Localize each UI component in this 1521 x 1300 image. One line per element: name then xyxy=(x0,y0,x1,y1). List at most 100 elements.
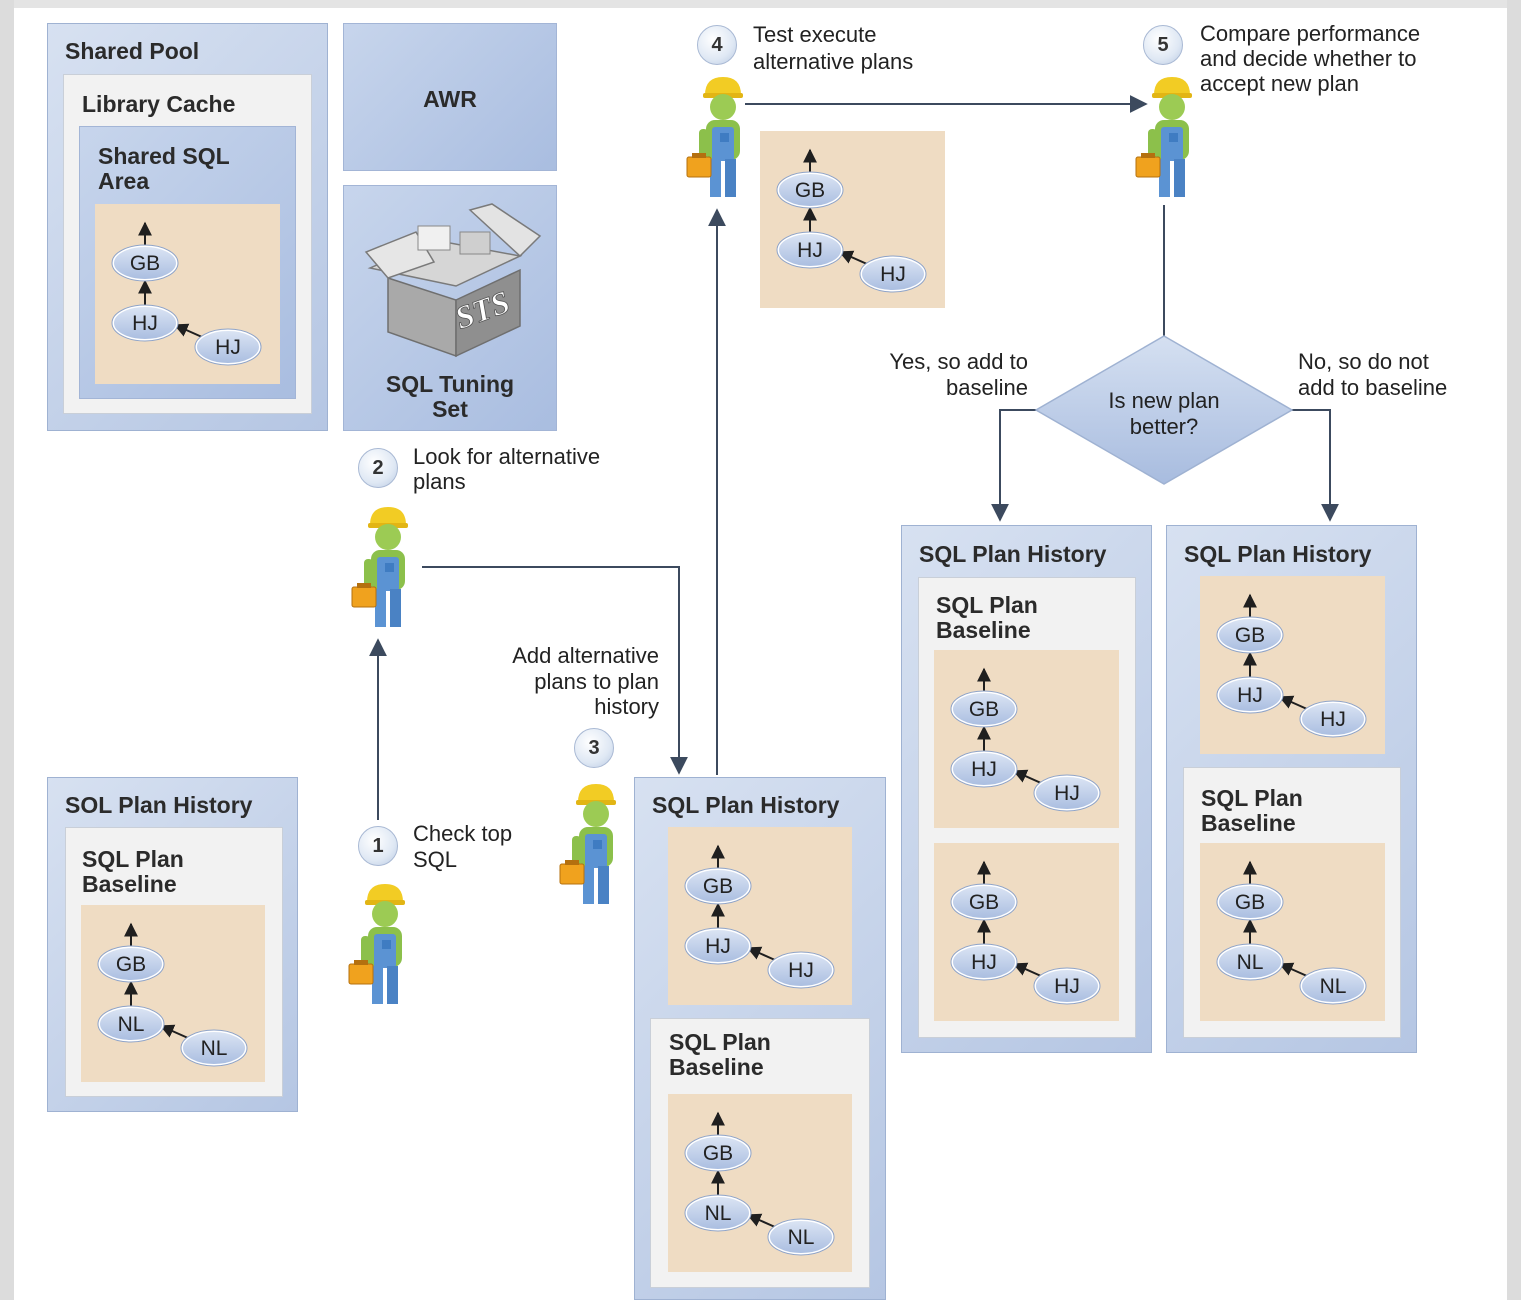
plan-node-gb-baseline-4: GB xyxy=(1216,883,1284,921)
plan-baseline-title-1-line1: SQL Plan xyxy=(82,846,184,872)
worker-step3 xyxy=(559,783,617,905)
svg-text:GB: GB xyxy=(969,698,999,721)
sts-title-line1: SQL Tuning xyxy=(385,371,515,397)
no-branch-label-line2: add to baseline xyxy=(1298,375,1448,400)
plan-node-hj-leaf-history-4: HJ xyxy=(1299,700,1367,738)
plan-trees: GB HJ HJ GB HJ HJ GB NL NL GB HJ HJ GB NL NL GB HJ HJ GB HJ… xyxy=(97,148,1367,1256)
plan-history-title-1: SOL Plan History xyxy=(65,792,253,818)
shared-sql-area-title-line2: Area xyxy=(98,168,150,194)
plan-node-gb-baseline-3a: GB xyxy=(950,690,1018,728)
svg-text:HJ: HJ xyxy=(215,336,241,359)
plan-baseline-title-2-line2: Baseline xyxy=(669,1054,764,1080)
step-5-badge: 5 xyxy=(1143,25,1183,65)
svg-text:HJ: HJ xyxy=(1054,782,1080,805)
plan-history-title-2: SQL Plan History xyxy=(652,792,840,818)
plan-node-nl-leaf-baseline-1: NL xyxy=(180,1029,248,1067)
decision-text-line1: Is new plan xyxy=(1108,388,1220,413)
svg-text:GB: GB xyxy=(969,891,999,914)
sts-box-icon: STS xyxy=(364,203,542,358)
decision-text-line2: better? xyxy=(1129,414,1199,439)
worker-step2 xyxy=(351,506,409,628)
arrow-no-branch xyxy=(1290,409,1339,522)
svg-text:HJ: HJ xyxy=(1054,975,1080,998)
svg-text:HJ: HJ xyxy=(971,758,997,781)
plan-node-nl-leaf-baseline-2: NL xyxy=(767,1218,835,1256)
step-4-label-line1: Test execute xyxy=(753,22,877,47)
plan-baseline-title-3-line1: SQL Plan xyxy=(936,592,1038,618)
plan-node-gb-history-4: GB xyxy=(1216,616,1284,654)
plan-node-hj-leaf-baseline-3b: HJ xyxy=(1033,967,1101,1005)
step-2-badge: 2 xyxy=(358,448,398,488)
plan-node-hj-test-execute: HJ xyxy=(776,231,844,269)
frame-left-edge xyxy=(0,0,14,1300)
worker-step4 xyxy=(686,76,744,198)
svg-text:HJ: HJ xyxy=(1320,708,1346,731)
svg-text:GB: GB xyxy=(1235,891,1265,914)
plan-node-nl-baseline-2: NL xyxy=(684,1194,752,1232)
plan-node-gb-test-execute: GB xyxy=(776,171,844,209)
step-4-badge: 4 xyxy=(697,25,737,65)
svg-text:GB: GB xyxy=(703,875,733,898)
plan-node-nl-leaf-baseline-4: NL xyxy=(1299,967,1367,1005)
plan-node-nl-baseline-1: NL xyxy=(97,1005,165,1043)
step-5-label-line2: and decide whether to xyxy=(1200,46,1417,71)
plan-node-hj-history-4: HJ xyxy=(1216,676,1284,714)
step-3-label-line3: history xyxy=(594,694,659,719)
step-2-label-line1: Look for alternative xyxy=(413,444,601,469)
svg-text:HJ: HJ xyxy=(880,263,906,286)
svg-text:NL: NL xyxy=(118,1013,145,1036)
worker-step1 xyxy=(348,883,406,1005)
plan-node-hj-shared-sql: HJ xyxy=(111,304,179,342)
svg-text:HJ: HJ xyxy=(797,239,823,262)
yes-branch-label-line2: baseline xyxy=(946,375,1028,400)
shared-pool-title: Shared Pool xyxy=(65,38,200,64)
step-5-label-line1: Compare performance xyxy=(1200,21,1421,46)
step-3-label-line1: Add alternative xyxy=(512,643,659,668)
step-1-label-line1: Check top xyxy=(413,821,513,846)
yes-branch-label-line1: Yes, so add to xyxy=(889,349,1028,374)
plan-baseline-title-1-line2: Baseline xyxy=(82,871,177,897)
svg-text:HJ: HJ xyxy=(132,312,158,335)
plan-node-hj-leaf-shared-sql: HJ xyxy=(194,328,262,366)
svg-text:GB: GB xyxy=(116,953,146,976)
svg-text:GB: GB xyxy=(130,252,160,275)
plan-history-title-3: SQL Plan History xyxy=(919,541,1107,567)
svg-text:NL: NL xyxy=(705,1202,732,1225)
step-2-label-line2: plans xyxy=(413,469,466,494)
plan-history-title-4: SQL Plan History xyxy=(1184,541,1372,567)
step-3-label-line2: plans to plan xyxy=(534,669,659,694)
plan-node-gb-shared-sql: GB xyxy=(111,244,179,282)
plan-node-hj-history-2: HJ xyxy=(684,927,752,965)
plan-baseline-title-2-line1: SQL Plan xyxy=(669,1029,771,1055)
step-1-label-line2: SQL xyxy=(413,847,458,872)
plan-node-hj-leaf-test-execute: HJ xyxy=(859,255,927,293)
plan-node-hj-baseline-3a: HJ xyxy=(950,750,1018,788)
plan-node-gb-baseline-1: GB xyxy=(97,945,165,983)
plan-node-gb-history-2: GB xyxy=(684,867,752,905)
plan-baseline-title-3-line2: Baseline xyxy=(936,617,1031,643)
decision-diamond xyxy=(1034,335,1294,485)
svg-text:HJ: HJ xyxy=(1237,684,1263,707)
worker-step5 xyxy=(1135,76,1193,198)
svg-text:GB: GB xyxy=(795,179,825,202)
svg-text:HJ: HJ xyxy=(705,935,731,958)
plan-node-hj-leaf-history-2: HJ xyxy=(767,951,835,989)
awr-title: AWR xyxy=(423,86,477,112)
sts-title-line2: Set xyxy=(432,396,468,422)
svg-text:NL: NL xyxy=(788,1226,815,1249)
plan-node-hj-leaf-baseline-3a: HJ xyxy=(1033,774,1101,812)
svg-text:GB: GB xyxy=(703,1142,733,1165)
svg-text:NL: NL xyxy=(1320,975,1347,998)
svg-text:NL: NL xyxy=(1237,951,1264,974)
no-branch-label-line1: No, so do not xyxy=(1298,349,1429,374)
svg-text:NL: NL xyxy=(201,1037,228,1060)
library-cache-title: Library Cache xyxy=(82,91,236,117)
plan-baseline-title-4-line2: Baseline xyxy=(1201,810,1296,836)
arrow-yes-branch xyxy=(991,409,1041,522)
step-1-badge: 1 xyxy=(358,826,398,866)
step-3-badge: 3 xyxy=(574,728,614,768)
shared-sql-area-title-line1: Shared SQL xyxy=(98,143,230,169)
frame-top-edge xyxy=(0,0,1521,8)
awr-panel xyxy=(343,23,557,171)
